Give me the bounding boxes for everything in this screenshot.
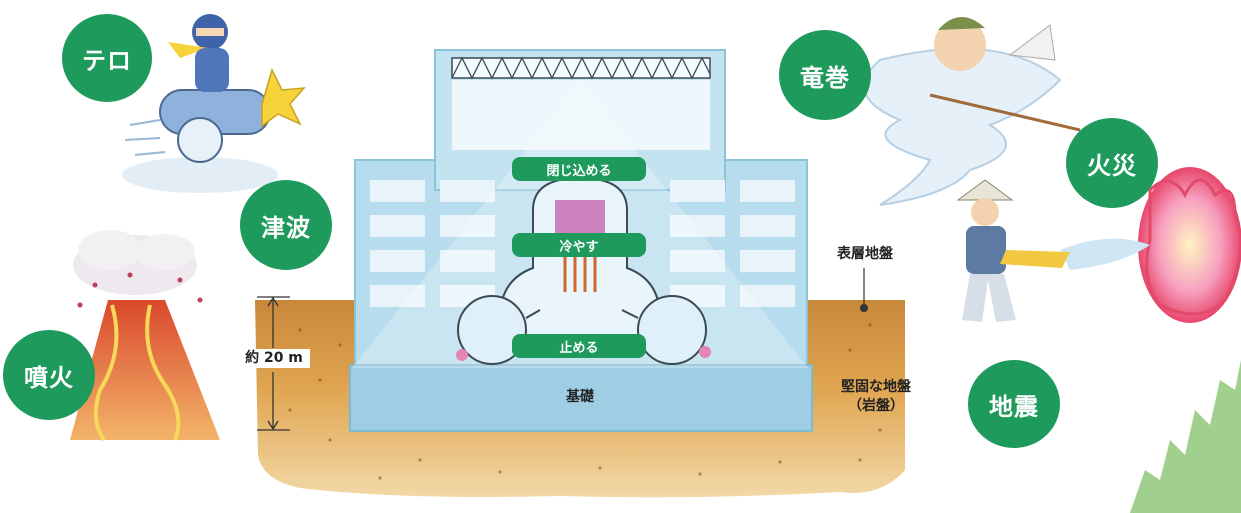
- function-confine: 閉じ込める: [512, 157, 646, 181]
- hazard-bubble-tsunami: 津波: [240, 180, 332, 270]
- volcano-illustration: [70, 230, 220, 442]
- reactor-vessel: [456, 176, 711, 365]
- hazard-bubble-fire: 火災: [1066, 118, 1158, 208]
- bedrock-label-line2: （岩盤）: [848, 397, 904, 414]
- hazard-label-tsunami: 津波: [261, 213, 311, 242]
- function-label-stop: 止める: [559, 340, 599, 356]
- hazard-bubble-tornado: 竜巻: [779, 30, 871, 120]
- hazard-bubble-earthquake: 地震: [968, 360, 1060, 448]
- surface-ground-label: 表層地盤: [837, 246, 893, 262]
- ninja-cannon-illustration: [122, 14, 306, 193]
- bedrock-label: 堅固な地盤 （岩盤）: [826, 378, 926, 416]
- hazard-label-fire: 火災: [1087, 151, 1137, 180]
- hazard-label-terror: テロ: [82, 46, 132, 75]
- depth-indicator: [257, 296, 290, 431]
- surface-pointer: [860, 268, 868, 312]
- function-label-cool: 冷やす: [559, 239, 599, 255]
- depth-label: 約 20 m: [238, 349, 310, 368]
- tornado-illustration: [863, 16, 1081, 206]
- hazard-bubble-terror: テロ: [62, 14, 152, 102]
- function-cool: 冷やす: [512, 233, 646, 257]
- hazard-label-tornado: 竜巻: [800, 63, 850, 92]
- foliage-illustration: [1130, 360, 1241, 513]
- hazard-bubble-volcano: 噴火: [3, 330, 95, 420]
- hazard-label-volcano: 噴火: [24, 363, 74, 392]
- foundation-label: 基礎: [566, 389, 594, 405]
- fire-illustration: [956, 167, 1241, 323]
- hazard-label-earthquake: 地震: [989, 392, 1039, 421]
- bedrock-label-line1: 堅固な地盤: [841, 379, 911, 395]
- function-stop: 止める: [512, 334, 646, 358]
- function-label-confine: 閉じ込める: [546, 163, 612, 179]
